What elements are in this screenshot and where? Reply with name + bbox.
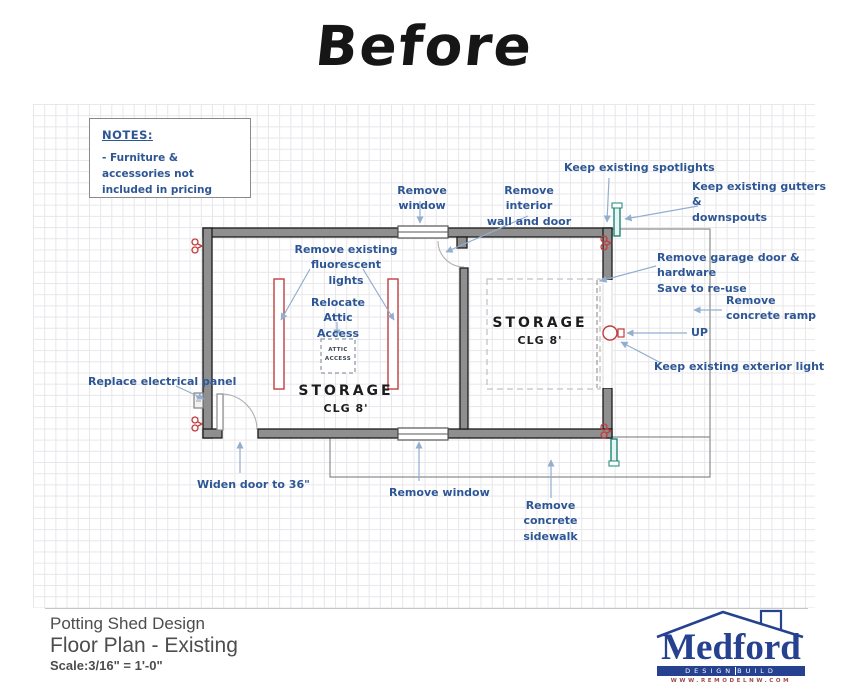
downspout-icons [608,202,623,467]
label-up: UP [691,326,708,339]
room-name: STORAGE [298,383,394,399]
attic-access-box [320,338,356,374]
logo-design: DESIGN [685,667,735,675]
title-block: Potting Shed Design Floor Plan - Existin… [50,614,238,673]
drawing-scale: Scale:3/16" = 1'-0" [50,657,163,673]
label-keep-spotlights: Keep existing spotlights [564,161,715,174]
bottom-wall-mid [257,428,399,439]
room-label-storage-left: STORAGE CLG 8' [287,383,405,415]
notes-body: - Furniture & accessories not included i… [102,152,213,196]
label-remove-ramp: Remove concrete ramp [726,294,817,323]
drawing-border-line [45,608,808,609]
interior-wall [459,267,469,430]
label-widen-door: Widen door to 36" [197,478,310,491]
label-remove-window-bottom: Remove window [389,486,490,499]
top-wall-left [202,227,399,238]
label-remove-fluorescent: Remove existing fluorescent lights [294,243,398,287]
label-replace-panel: Replace electrical panel [88,375,237,388]
label-keep-exterior-light: Keep existing exterior light [654,360,825,373]
concrete-ramp-sidewalk-outline [329,228,711,478]
bottom-wall-right [447,428,613,439]
label-remove-interior-wall: Remove interior wall and door [486,184,572,228]
leader-arrows [175,177,722,498]
label-remove-garage-door: Remove garage door & hardware Save to re… [657,251,800,295]
logo-divider [735,667,737,675]
label-keep-gutters: Keep existing gutters & downspouts [692,180,827,224]
garage-clearance-dashed-box [486,278,601,390]
entry-door-icon [216,393,258,431]
room-name: STORAGE [492,315,588,331]
window-top-icon [397,225,449,239]
logo-build: BUILD [737,667,777,675]
label-relocate-attic: Relocate Attic Access [311,296,365,340]
bottom-wall-left [202,428,223,439]
exterior-light-icon [602,325,625,341]
label-remove-sidewalk: Remove concrete sidewalk [523,499,578,543]
logo-wordmark: Medford [661,627,801,668]
logo-roof-icon [656,609,804,639]
notes-box: NOTES: - Furniture & accessories not inc… [89,118,251,198]
room-ceiling: CLG 8' [323,402,369,415]
room-ceiling: CLG 8' [517,334,563,347]
drawing-name: Floor Plan - Existing [50,633,238,657]
attic-access-label: ATTIC ACCESS [324,347,352,363]
logo-website: WWW.REMODELNW.COM [670,678,792,684]
window-bottom-icon [397,427,449,441]
room-label-storage-right: STORAGE CLG 8' [481,315,599,347]
project-name: Potting Shed Design [50,614,205,633]
exterior-walls [202,227,613,439]
fluorescent-light-icons [273,278,399,390]
left-wall [202,227,213,439]
interior-door-icon [437,240,465,268]
notes-heading: NOTES: [102,128,153,142]
top-wall-right [447,227,613,238]
spotlight-icons [191,235,613,439]
label-remove-window-top: Remove window [397,184,447,213]
